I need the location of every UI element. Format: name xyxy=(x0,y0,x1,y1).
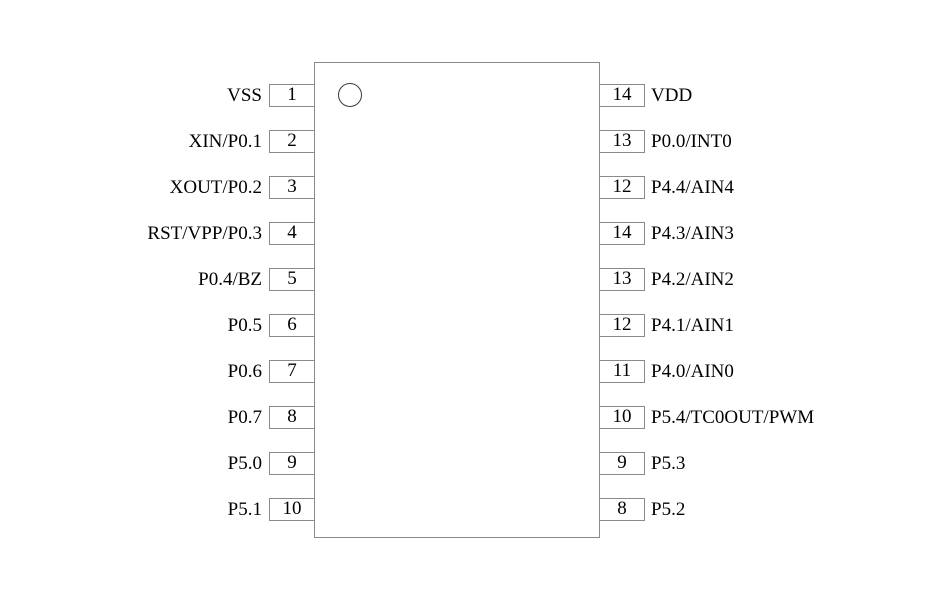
pin-row-right-1: 14 VDD xyxy=(599,84,930,107)
pin-number-box-left-8: 8 xyxy=(269,406,315,429)
pin-number-box-left-4: 4 xyxy=(269,222,315,245)
pin-label-left-9: P5.0 xyxy=(227,453,262,474)
pin-row-right-8: 10 P5.4/TC0OUT/PWM xyxy=(599,406,930,429)
pin-row-left-4: RST/VPP/P0.3 4 xyxy=(0,222,315,245)
pin-label-right-6: P4.1/AIN1 xyxy=(651,315,734,336)
pin-row-right-5: 13 P4.2/AIN2 xyxy=(599,268,930,291)
pin-number-box-left-9: 9 xyxy=(269,452,315,475)
pin-label-right-10: P5.2 xyxy=(651,499,686,520)
pin-label-right-8: P5.4/TC0OUT/PWM xyxy=(651,407,815,428)
pin-label-left-2: XIN/P0.1 xyxy=(188,131,262,152)
pin-label-left-4: RST/VPP/P0.3 xyxy=(147,223,262,244)
pin-number-box-left-1: 1 xyxy=(269,84,315,107)
pin-number-box-right-5: 13 xyxy=(599,268,645,291)
pin-label-right-5: P4.2/AIN2 xyxy=(651,269,734,290)
pin-label-left-3: XOUT/P0.2 xyxy=(169,177,262,198)
pin-label-left-6: P0.5 xyxy=(227,315,262,336)
pin-row-left-9: P5.0 9 xyxy=(0,452,315,475)
pin-row-left-7: P0.6 7 xyxy=(0,360,315,383)
pin-row-right-4: 14 P4.3/AIN3 xyxy=(599,222,930,245)
pin-row-left-6: P0.5 6 xyxy=(0,314,315,337)
pin-label-right-3: P4.4/AIN4 xyxy=(651,177,734,198)
pin-row-left-8: P0.7 8 xyxy=(0,406,315,429)
pin-number-box-right-1: 14 xyxy=(599,84,645,107)
pin-row-right-7: 11 P4.0/AIN0 xyxy=(599,360,930,383)
pin-label-right-4: P4.3/AIN3 xyxy=(651,223,734,244)
pin-label-left-8: P0.7 xyxy=(227,407,262,428)
pin-row-left-2: XIN/P0.1 2 xyxy=(0,130,315,153)
pin-number-box-left-2: 2 xyxy=(269,130,315,153)
pin-row-right-3: 12 P4.4/AIN4 xyxy=(599,176,930,199)
pin-number-box-right-7: 11 xyxy=(599,360,645,383)
pin-number-box-left-3: 3 xyxy=(269,176,315,199)
pin-number-box-left-10: 10 xyxy=(269,498,315,521)
pin-label-right-2: P0.0/INT0 xyxy=(651,131,732,152)
pin-row-left-3: XOUT/P0.2 3 xyxy=(0,176,315,199)
pin-number-box-right-4: 14 xyxy=(599,222,645,245)
pin-label-right-1: VDD xyxy=(651,85,693,106)
pin-row-right-2: 13 P0.0/INT0 xyxy=(599,130,930,153)
pin-row-left-1: VSS 1 xyxy=(0,84,315,107)
pin-label-left-10: P5.1 xyxy=(227,499,262,520)
pin-row-right-6: 12 P4.1/AIN1 xyxy=(599,314,930,337)
pin-row-left-10: P5.1 10 xyxy=(0,498,315,521)
pin-1-marker-circle-icon xyxy=(338,83,362,107)
chip-body-outline xyxy=(314,62,600,538)
pin-row-left-5: P0.4/BZ 5 xyxy=(0,268,315,291)
pin-number-box-right-6: 12 xyxy=(599,314,645,337)
pin-row-right-10: 8 P5.2 xyxy=(599,498,930,521)
pin-row-right-9: 9 P5.3 xyxy=(599,452,930,475)
pin-number-box-right-2: 13 xyxy=(599,130,645,153)
pin-number-box-left-7: 7 xyxy=(269,360,315,383)
pin-number-box-left-5: 5 xyxy=(269,268,315,291)
pin-number-box-right-10: 8 xyxy=(599,498,645,521)
pin-number-box-right-3: 12 xyxy=(599,176,645,199)
pin-label-left-7: P0.6 xyxy=(227,361,262,382)
pin-number-box-left-6: 6 xyxy=(269,314,315,337)
pin-label-left-5: P0.4/BZ xyxy=(198,269,262,290)
pin-label-left-1: VSS xyxy=(227,85,262,106)
pin-number-box-right-9: 9 xyxy=(599,452,645,475)
pin-number-box-right-8: 10 xyxy=(599,406,645,429)
pin-label-right-9: P5.3 xyxy=(651,453,686,474)
pin-label-right-7: P4.0/AIN0 xyxy=(651,361,734,382)
